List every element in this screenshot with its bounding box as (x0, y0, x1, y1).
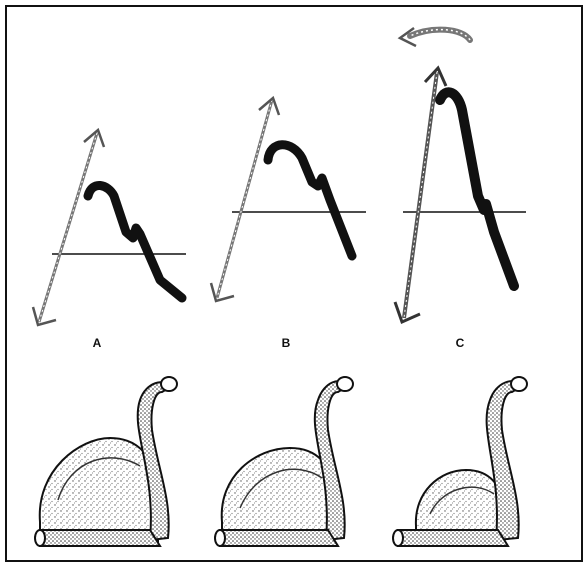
rotation-arrow-c (410, 30, 470, 40)
arrowhead-bottom-b (211, 283, 234, 301)
base-tube-c (398, 530, 508, 546)
dome-bubble-b (222, 448, 334, 542)
pressure-curve-a (88, 185, 182, 298)
base-tube-a (40, 530, 160, 546)
panel-label-c: C (456, 336, 465, 350)
waveform-c (395, 28, 526, 322)
transducer-dome-b (215, 377, 353, 546)
transducer-dome-c (393, 377, 527, 546)
waveform-b (211, 98, 366, 301)
base-tube-b (220, 530, 338, 546)
pressure-curve-c (440, 92, 514, 286)
panel-label-a: A (93, 336, 102, 350)
arrowhead-bottom-a (33, 307, 56, 325)
pressure-curve-b (268, 145, 352, 256)
amplitude-arrow-a (39, 133, 97, 322)
panel-label-b: B (282, 336, 291, 350)
dome-bubble-a (40, 438, 158, 542)
transducer-dome-a (35, 377, 177, 546)
waveform-a (33, 130, 186, 325)
